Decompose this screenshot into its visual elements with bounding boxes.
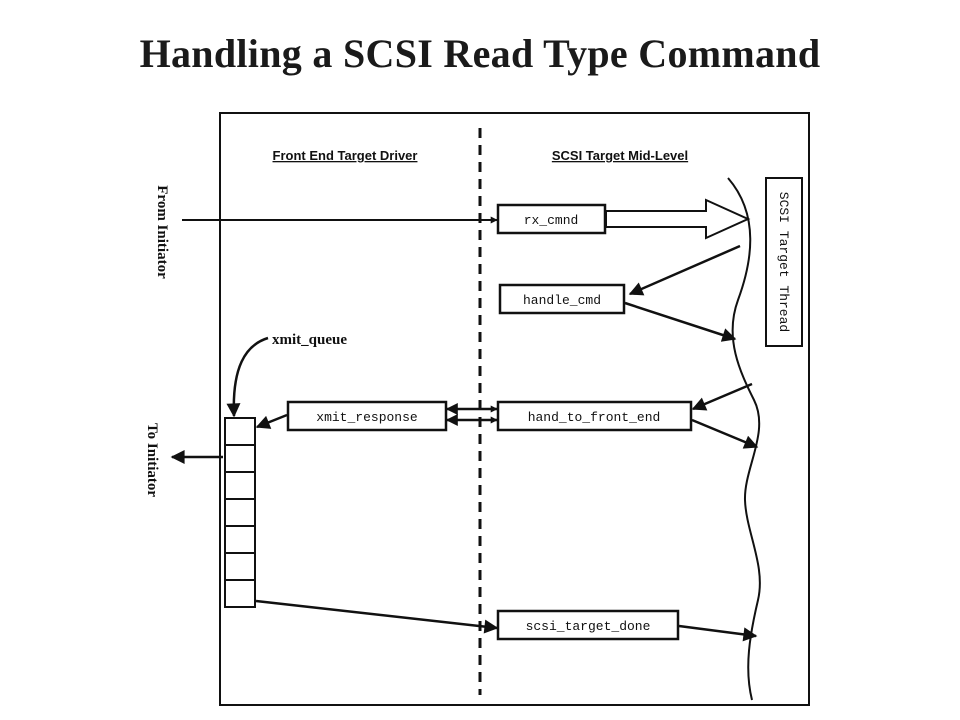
from-initiator-label: From Initiator xyxy=(154,185,170,279)
handle-cmd-label: handle_cmd xyxy=(523,293,601,308)
queue-to-target-done-arrow xyxy=(255,599,499,634)
hand-to-front-end-to-thread-arrow xyxy=(691,418,759,449)
thread-label: SCSI Target Thread xyxy=(776,192,791,332)
rx-cmnd-to-thread-arrow xyxy=(605,198,751,240)
diagram-frame xyxy=(219,112,810,706)
header-front-end: Front End Target Driver xyxy=(273,148,418,163)
xmit-queue-label: xmit_queue xyxy=(272,332,347,348)
xmit-queue-pointer-arrow xyxy=(226,336,269,418)
xmit-response-box: xmit_response xyxy=(286,400,448,432)
thread-to-hand-to-front-end-arrow xyxy=(691,382,753,411)
rx-cmnd-box: rx_cmnd xyxy=(496,203,607,235)
slide-title: Handling a SCSI Read Type Command xyxy=(139,31,821,76)
rx-cmnd-label: rx_cmnd xyxy=(524,213,579,228)
target-done-to-thread-arrow xyxy=(678,624,758,642)
scsi-target-thread-box: SCSI Target Thread xyxy=(765,177,803,347)
scsi-target-done-label: scsi_target_done xyxy=(526,619,651,634)
hand-to-front-end-box: hand_to_front_end xyxy=(496,400,693,432)
xmit-queue-stack xyxy=(224,417,256,608)
hand-to-front-end-label: hand_to_front_end xyxy=(528,410,661,425)
xmit-response-to-queue-arrow xyxy=(255,413,288,429)
thread-to-handle-cmd-arrow xyxy=(628,244,741,296)
header-mid-level: SCSI Target Mid-Level xyxy=(552,148,688,163)
xmit-response-label: xmit_response xyxy=(316,410,417,425)
thread-timeline xyxy=(727,177,761,701)
scsi-target-done-box: scsi_target_done xyxy=(496,609,680,641)
handle-cmd-to-thread-arrow xyxy=(624,301,737,342)
to-initiator-label: To Initiator xyxy=(144,423,160,497)
handle-cmd-box: handle_cmd xyxy=(498,283,626,315)
